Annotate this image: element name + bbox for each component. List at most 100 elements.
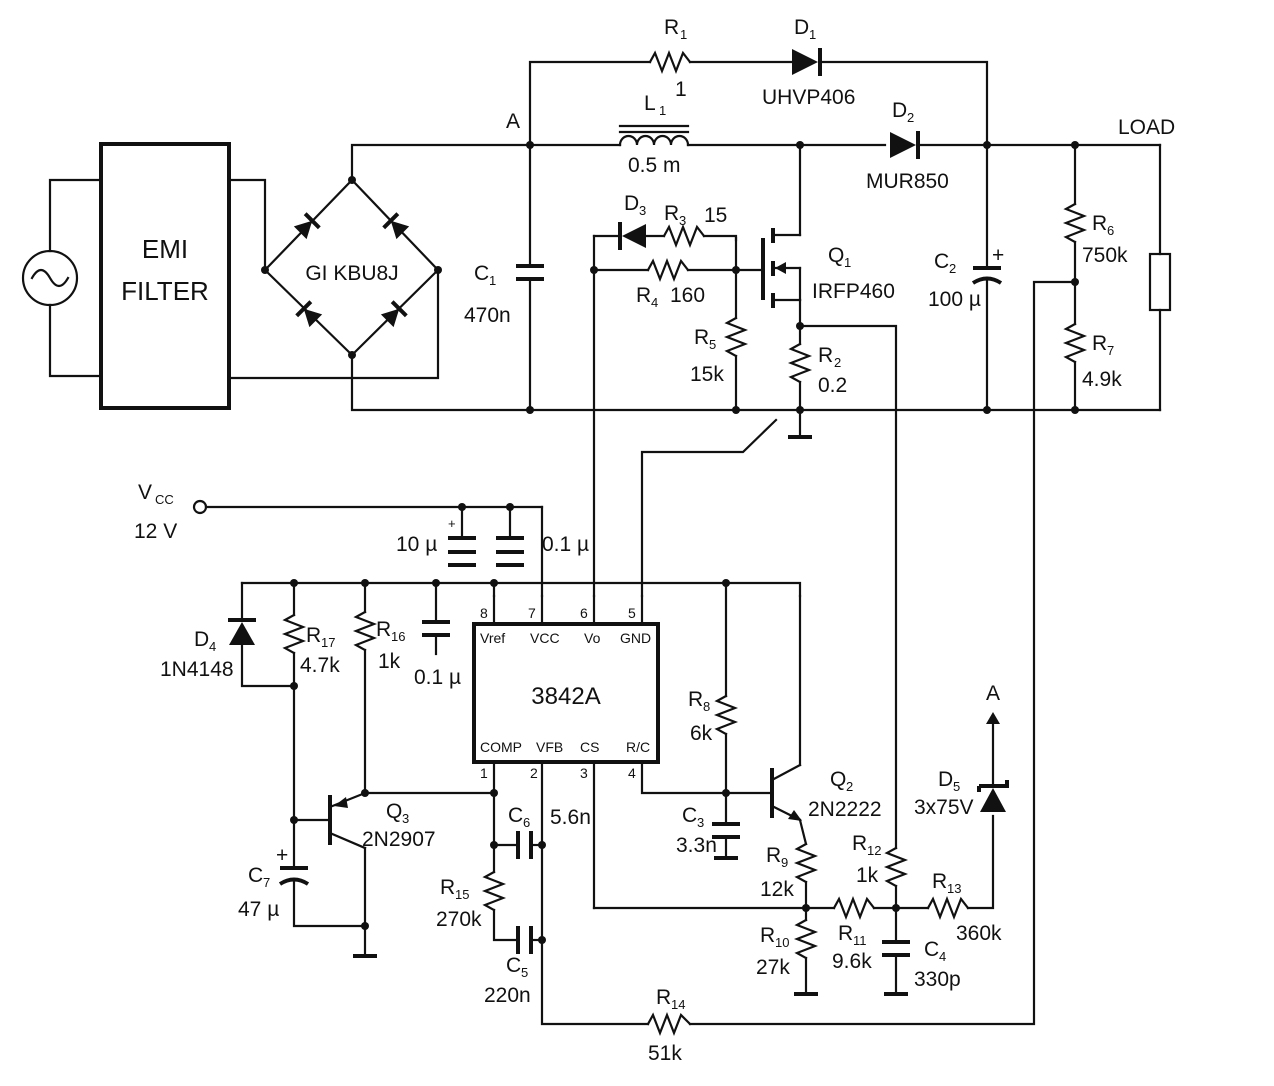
d2-diode: D 2 MUR850 [866, 99, 949, 193]
d1-ref: D [794, 16, 809, 39]
r3-sub: 3 [679, 213, 686, 228]
ic-pin7-num: 7 [528, 605, 536, 621]
ic-pin4-name: R/C [626, 739, 650, 755]
c7-polarity: + [276, 844, 288, 867]
r17-ref: R [306, 624, 321, 647]
ic-pin8-num: 8 [480, 605, 488, 621]
c6-sub: 6 [523, 815, 530, 830]
c3-ref: C [682, 804, 697, 827]
q2-transistor: Q 2 2N2222 [724, 763, 882, 846]
c4-ref: C [924, 938, 939, 961]
r11-sub: 11 [853, 933, 867, 948]
r2-ref: R [818, 344, 833, 367]
ic-pin5-name: GND [620, 630, 651, 646]
r15-ref: R [440, 876, 455, 899]
q2-ref: Q [830, 768, 846, 791]
r13-sub: 13 [947, 881, 961, 896]
ic-pin4-num: 4 [628, 765, 636, 781]
r14-ref: R [656, 986, 671, 1009]
q3-ref: Q [386, 800, 402, 823]
d4-sub: 4 [209, 639, 216, 654]
c1-capacitor: C 1 470n [464, 143, 544, 412]
c3-sub: 3 [697, 815, 704, 830]
r4-value: 160 [670, 284, 705, 307]
r16-sub: 16 [391, 629, 405, 644]
r2-sense-resistor: R 2 0.2 [640, 324, 898, 850]
gate-drive-network: D 3 R 3 15 R 4 160 R 5 15k [590, 192, 765, 598]
d3-ref: D [624, 192, 639, 215]
r9-value: 12k [760, 878, 794, 901]
c5-ref: C [506, 954, 521, 977]
r16-ref: R [376, 618, 391, 641]
r1-resistor: R 1 1 [528, 16, 794, 147]
q2-sub: 2 [846, 779, 853, 794]
r12-c4-r13: R 12 1k R 13 360k C 4 330p [852, 814, 1002, 996]
q3-sub: 3 [402, 811, 409, 826]
load-label: LOAD [1118, 116, 1175, 139]
node-a-label: A [506, 110, 520, 133]
ic-pin1-num: 1 [480, 765, 488, 781]
emi-filter-label-1: EMI [142, 234, 188, 264]
d5-ref: D [938, 768, 953, 791]
ic-pin6-num: 6 [580, 605, 588, 621]
ic-pin2-name: VFB [536, 739, 563, 755]
r17-sub: 17 [321, 635, 335, 650]
vcc-ref: V [138, 481, 152, 504]
r9-r10-r11-network: R 9 12k R 10 27k R 11 9.6k [592, 842, 930, 996]
c6-value: 5.6n [550, 806, 591, 829]
c3-value: 3.3n [676, 834, 717, 857]
q3-value: 2N2907 [362, 828, 436, 851]
r3-ref: R [664, 202, 679, 225]
c1-ref: C [474, 262, 489, 285]
c4-sub: 4 [939, 949, 946, 964]
d4-ref: D [194, 628, 209, 651]
c7-capacitor: + C 7 47 µ [238, 818, 367, 928]
r10-value: 27k [756, 956, 790, 979]
r15-value: 270k [436, 908, 482, 931]
r4-ref: R [636, 284, 651, 307]
r16-resistor: R 16 1k [352, 581, 405, 797]
r6-r7-divider: R 6 750k R 7 4.9k [688, 143, 1128, 1026]
c2-sub: 2 [949, 261, 956, 276]
r7-sub: 7 [1107, 343, 1114, 358]
c7-value: 47 µ [238, 898, 279, 921]
q3-transistor: Q 3 2N2907 [292, 789, 498, 958]
r2-sub: 2 [834, 355, 841, 370]
q1-value: IRFP460 [812, 280, 895, 303]
ic-3842a: 3842A 8 7 6 5 Vref VCC Vo GND COMP VFB C… [472, 594, 728, 910]
ic-pin7-name: VCC [530, 630, 560, 646]
r6-ref: R [1092, 212, 1107, 235]
ac-source [21, 178, 103, 378]
r17-resistor: R 17 4.7k [281, 581, 340, 824]
d4-diode: D 4 1N4148 [160, 581, 296, 688]
r8-ref: R [688, 688, 703, 711]
d2-value: MUR850 [866, 170, 949, 193]
emi-filter-label-2: FILTER [121, 276, 209, 306]
d2-ref: D [892, 99, 907, 122]
r6-sub: 6 [1107, 223, 1114, 238]
cap-01u-left: 0.1 µ [414, 581, 461, 689]
q1-ref: Q [828, 244, 844, 267]
q1-sub: 1 [844, 255, 851, 270]
r8-sub: 8 [703, 699, 710, 714]
d5-value: 3x75V [914, 796, 974, 819]
r5-value: 15k [690, 363, 724, 386]
node-a2-label: A [986, 682, 1000, 705]
ic-pin3-name: CS [580, 739, 599, 755]
r7-value: 4.9k [1082, 368, 1122, 391]
c5-sub: 5 [521, 965, 528, 980]
r10-sub: 10 [775, 935, 789, 950]
r7-ref: R [1092, 332, 1107, 355]
load-resistor: LOAD [1118, 116, 1175, 412]
d5-zener: A D 5 3x75V [914, 682, 1009, 819]
ic-name: 3842A [531, 683, 600, 710]
c5-value: 220n [484, 984, 531, 1007]
ic-pin1-name: COMP [480, 739, 522, 755]
c1-sub: 1 [489, 273, 496, 288]
c2-value: 100 µ [928, 288, 981, 311]
r1-ref: R [664, 16, 679, 39]
emi-filter: EMI FILTER [99, 142, 440, 410]
c2-ref: C [934, 250, 949, 273]
r12-value: 1k [856, 864, 879, 887]
d1-diode: D 1 UHVP406 [762, 16, 989, 147]
